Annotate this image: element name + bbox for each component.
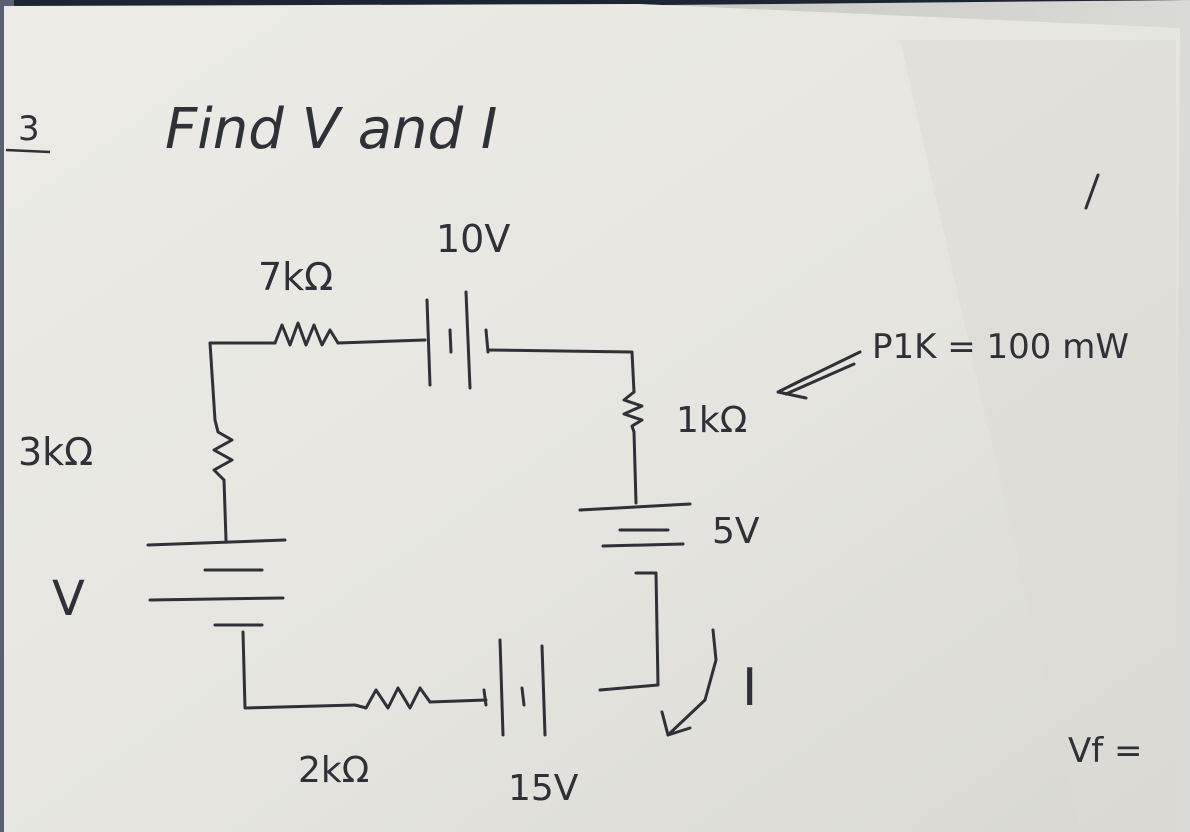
label-source-15v: 15V: [508, 768, 579, 809]
wire-right-bottom: [598, 571, 660, 692]
battery-5v-plate-1: [578, 502, 692, 512]
battery-5v-plate-3: [601, 542, 685, 548]
problem-header: 3 Find V and I: [5, 97, 497, 162]
label-current-i: I: [742, 658, 757, 718]
battery-15v-plate-3: [498, 638, 505, 737]
resistor-3k-symbol: [212, 418, 234, 482]
resistor-2k-symbol: [353, 686, 432, 710]
problem-number-underline: [5, 148, 51, 154]
circuit-labels: 7kΩ 10V 3kΩ V 1kΩ 5V 2kΩ 15V I P1K = 100…: [18, 217, 1143, 809]
battery-15v-plate-2: [520, 686, 526, 707]
label-resistor-7k: 7kΩ: [258, 255, 333, 299]
stray-mark: [1084, 173, 1100, 210]
battery-10v-plate-4: [484, 328, 490, 354]
battery-15v-plate-1: [540, 644, 547, 737]
wire-left-lower: [222, 478, 228, 542]
instruction-text: Find V and I: [165, 97, 497, 162]
resistor-7k-symbol: [273, 321, 340, 347]
wire-right-down: [632, 430, 638, 505]
wire-top-mid: [336, 338, 427, 345]
battery-v-plate-1: [146, 538, 287, 547]
label-power-annotation: P1K = 100 mW: [872, 327, 1129, 367]
wire-left-upper: [208, 341, 217, 422]
wire-bottom-left: [241, 630, 357, 710]
label-source-v: V: [52, 571, 85, 627]
battery-10v-plate-1: [425, 298, 432, 387]
paper-shade: [900, 40, 1176, 832]
label-edge-text: Vf =: [1068, 731, 1143, 771]
power-pointer-head: [776, 376, 808, 400]
label-source-5v: 5V: [712, 511, 760, 552]
battery-v-plate-3: [148, 596, 285, 602]
circuit-wiring: [146, 173, 1100, 737]
label-source-10v: 10V: [436, 217, 510, 261]
resistor-1k-symbol: [622, 390, 644, 434]
label-resistor-1k: 1kΩ: [676, 400, 747, 441]
wire-top-right: [486, 348, 636, 394]
problem-number: 3: [18, 109, 40, 149]
current-arrow-shaft: [666, 628, 718, 737]
label-resistor-2k: 2kΩ: [298, 750, 369, 791]
current-arrow-head: [660, 710, 692, 737]
battery-15v-plate-4: [482, 688, 488, 707]
battery-10v-plate-2: [448, 328, 453, 354]
wire-bottom-mid: [428, 698, 488, 704]
battery-10v-plate-3: [464, 290, 472, 390]
label-resistor-3k: 3kΩ: [18, 430, 93, 474]
paper-sheet: [4, 4, 1180, 832]
